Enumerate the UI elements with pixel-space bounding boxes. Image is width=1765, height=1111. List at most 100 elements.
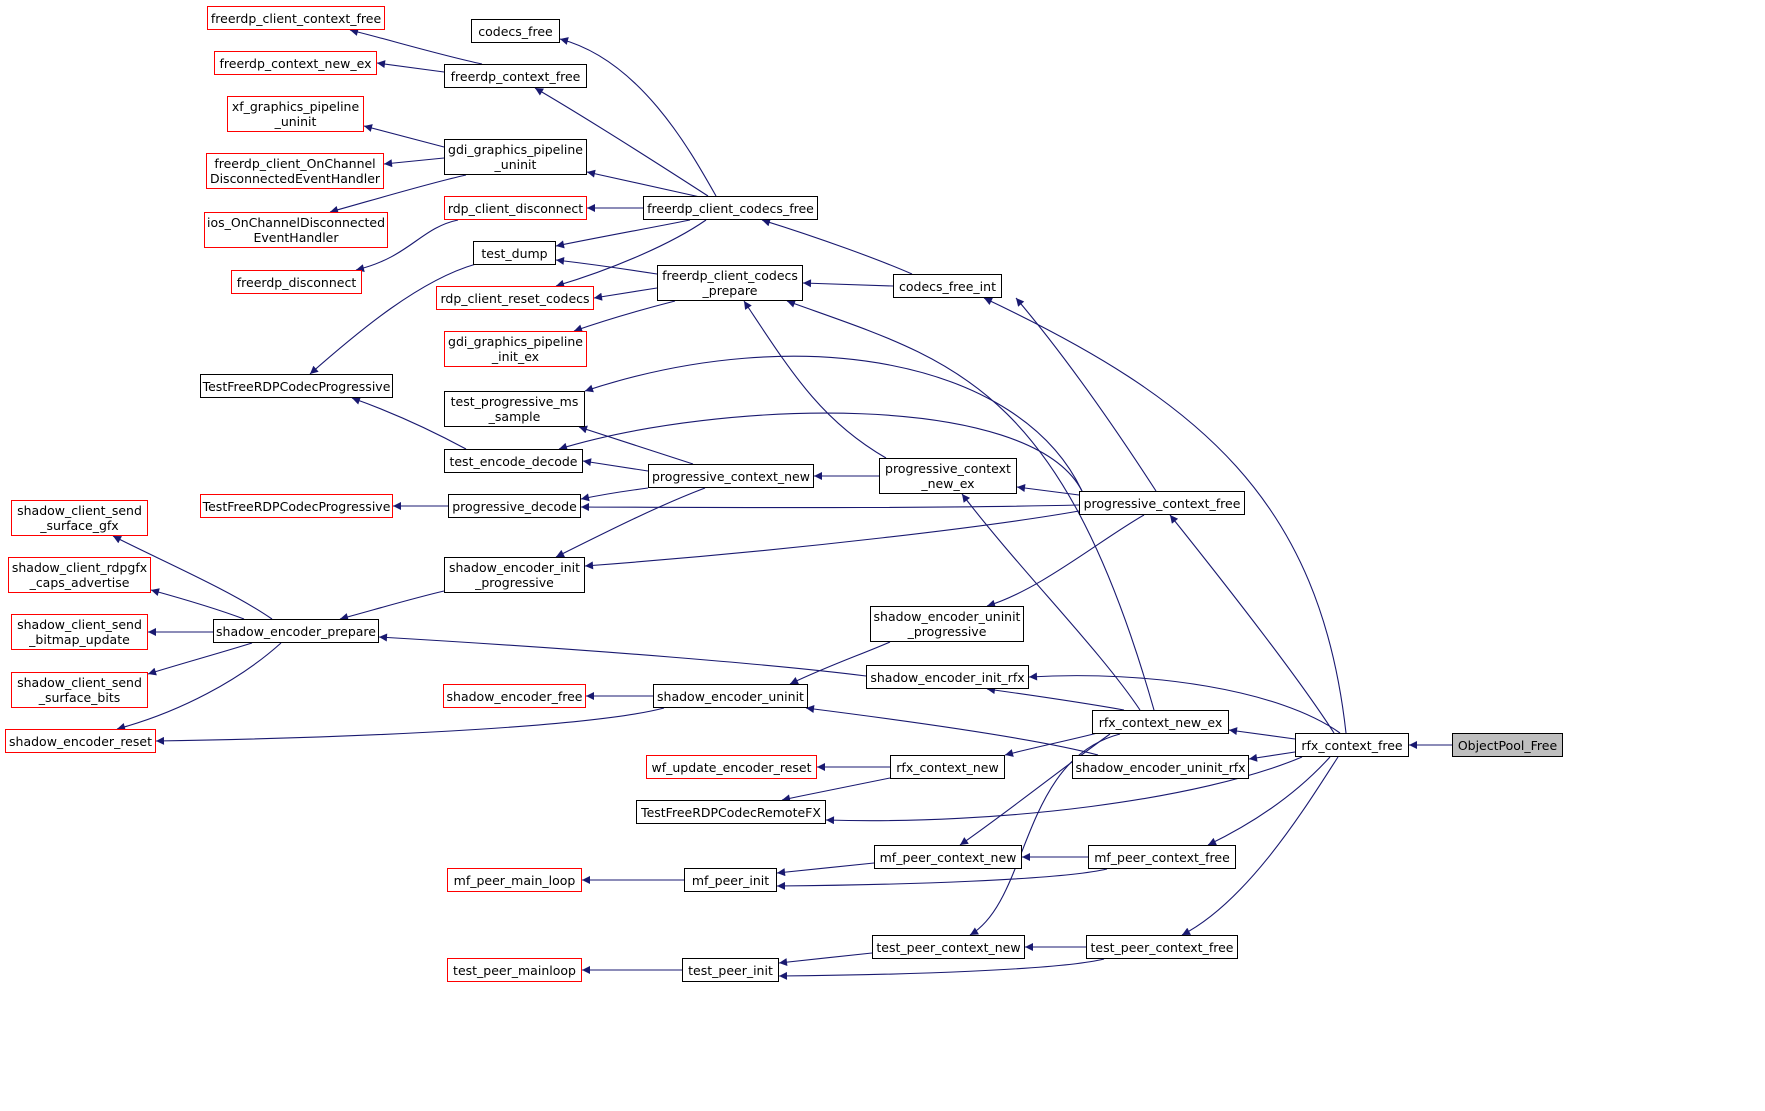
edge-mf_peer_init-to-mf_peer_context_free	[776, 868, 1108, 890]
node-freerdp-client-onchannel[interactable]: freerdp_client_OnChannel DisconnectedEve…	[206, 153, 384, 189]
edge-freerdp_client_codecs_prepare-to-rfx_context_new_ex	[786, 299, 1155, 711]
edge-shadow_encoder_reset-to-shadow_encoder_uninit	[155, 707, 665, 745]
node-test-peer-context-new[interactable]: test_peer_context_new	[872, 935, 1025, 959]
edge-test_peer_context_free-to-rfx_context_free	[1181, 756, 1339, 936]
node-codecs-free[interactable]: codecs_free	[471, 19, 560, 43]
node-shadow-client-send-surface-gfx[interactable]: shadow_client_send _surface_gfx	[11, 500, 148, 536]
edge-test_encode_decode-to-progressive_context_free	[558, 412, 1083, 492]
node-mf-peer-main-loop[interactable]: mf_peer_main_loop	[447, 868, 582, 892]
node-shadow-client-send-bitmap-update[interactable]: shadow_client_send _bitmap_update	[11, 614, 148, 650]
node-codecs-free-int[interactable]: codecs_free_int	[893, 274, 1002, 298]
edge-mf_peer_init-to-mf_peer_context_new	[776, 862, 875, 877]
node-mf-peer-context-new[interactable]: mf_peer_context_new	[874, 845, 1022, 869]
edge-freerdp_context_free-to-freerdp_client_codecs_free	[534, 87, 709, 197]
node-gdi-graphics-pipeline-uninit[interactable]: gdi_graphics_pipeline _uninit	[444, 139, 587, 175]
node-freerdp-context-new-ex[interactable]: freerdp_context_new_ex	[214, 51, 377, 75]
node-shadow-encoder-reset[interactable]: shadow_encoder_reset	[5, 729, 156, 753]
node-freerdp-disconnect[interactable]: freerdp_disconnect	[231, 270, 362, 294]
edge-progressive_context_new_ex-to-rfx_context_new_ex	[961, 493, 1141, 711]
node-shadow-encoder-prepare[interactable]: shadow_encoder_prepare	[213, 619, 379, 643]
edge-test_peer_context_new-to-rfx_context_new_ex	[969, 733, 1121, 936]
edge-shadow_encoder_prepare-to-shadow_encoder_init_progressive	[339, 590, 445, 621]
node-progressive-context-new-ex[interactable]: progressive_context _new_ex	[879, 458, 1017, 494]
edge-codecs_free_int-to-progressive_context_free	[1015, 297, 1157, 492]
edge-progressive_context_new_ex-to-progressive_context_free	[1016, 484, 1080, 496]
edge-mf_peer_context_new-to-rfx_context_new_ex	[959, 733, 1111, 846]
edge-progressive_decode-to-progressive_context_free	[580, 503, 1080, 512]
node-rdp-client-reset-codecs[interactable]: rdp_client_reset_codecs	[436, 286, 594, 310]
edge-test_progressive_ms_sample-to-progressive_context_free	[584, 355, 1083, 492]
node-wf-update-encoder-reset[interactable]: wf_update_encoder_reset	[646, 755, 817, 779]
node-test-peer-init[interactable]: test_peer_init	[682, 958, 779, 982]
edge-freerdp_client_context_free-to-freerdp_context_free	[349, 28, 483, 65]
node-rfx-context-new[interactable]: rfx_context_new	[890, 755, 1005, 779]
edge-shadow_encoder_init_rfx-to-rfx_context_new_ex	[986, 686, 1125, 711]
node-ios-onchannel[interactable]: ios_OnChannelDisconnected EventHandler	[204, 212, 388, 248]
node-shadow-encoder-free[interactable]: shadow_encoder_free	[443, 684, 586, 708]
edge-progressive_context_free-to-rfx_context_free	[1169, 514, 1335, 734]
edge-codecs_free-to-freerdp_client_codecs_free	[559, 37, 717, 197]
edge-shadow_encoder_init_progressive-to-progressive_context_new	[555, 487, 706, 558]
edge-test_peer_init-to-test_peer_context_new	[778, 952, 873, 967]
node-freerdp-client-codecs-free[interactable]: freerdp_client_codecs_free	[643, 196, 818, 220]
node-mf-peer-init[interactable]: mf_peer_init	[684, 868, 777, 892]
node-rfx-context-free[interactable]: rfx_context_free	[1295, 733, 1409, 757]
node-progressive-decode[interactable]: progressive_decode	[448, 494, 581, 518]
edge-gdi_graphics_pipeline_init_ex-to-freerdp_client_codecs_prepare	[573, 300, 676, 333]
node-shadow-client-rdpgfx-caps-advertise[interactable]: shadow_client_rdpgfx _caps_advertise	[8, 557, 151, 593]
edge-test_dump-to-freerdp_client_codecs_free	[555, 219, 691, 249]
node-progressive-context-new[interactable]: progressive_context_new	[648, 464, 814, 488]
edge-testfreerdp_progressive_a-to-test_encode_decode	[351, 396, 467, 450]
edge-codecs_free_int-to-rfx_context_free	[983, 297, 1347, 734]
node-test-progressive-ms-sample[interactable]: test_progressive_ms _sample	[444, 391, 585, 427]
node-shadow-encoder-uninit[interactable]: shadow_encoder_uninit	[653, 684, 808, 708]
edge-shadow_client_send_surface_gfx-to-shadow_encoder_prepare	[112, 535, 273, 620]
node-rfx-context-new-ex[interactable]: rfx_context_new_ex	[1092, 710, 1229, 734]
node-test-encode-decode[interactable]: test_encode_decode	[444, 449, 583, 473]
edge-test_progressive_ms_sample-to-progressive_context_new	[578, 425, 694, 465]
edge-shadow_encoder_prepare-to-shadow_encoder_init_rfx	[378, 633, 867, 677]
edge-freerdp_client_onchannel-to-gdi_graphics_pipeline_uninit	[383, 157, 445, 168]
edge-test_peer_init-to-test_peer_context_free	[778, 958, 1105, 980]
edge-test_dump-to-freerdp_client_codecs_prepare	[555, 256, 658, 275]
edge-freerdp_context_new_ex-to-freerdp_context_free	[376, 60, 445, 73]
node-freerdp-context-free[interactable]: freerdp_context_free	[444, 64, 587, 88]
edge-progressive_decode-to-progressive_context_new	[580, 487, 649, 502]
edge-shadow_encoder_uninit-to-shadow_encoder_uninit_progressive	[789, 641, 891, 685]
node-freerdp-client-codecs-prepare[interactable]: freerdp_client_codecs _prepare	[657, 265, 803, 301]
node-testfreerdp-remotefx[interactable]: TestFreeRDPCodecRemoteFX	[636, 800, 826, 824]
node-mf-peer-context-free[interactable]: mf_peer_context_free	[1088, 845, 1236, 869]
node-shadow-encoder-init-progressive[interactable]: shadow_encoder_init _progressive	[444, 557, 585, 593]
edge-shadow_encoder_uninit_rfx-to-rfx_context_free	[1248, 751, 1296, 762]
node-freerdp-client-context-free[interactable]: freerdp_client_context_free	[207, 6, 385, 30]
edge-shadow_encoder_init_rfx-to-rfx_context_free	[1028, 672, 1341, 734]
node-xf-graphics-pipeline-uninit[interactable]: xf_graphics_pipeline _uninit	[227, 96, 364, 132]
node-shadow-client-send-surface-bits[interactable]: shadow_client_send _surface_bits	[11, 672, 148, 708]
edge-rfx_context_new-to-rfx_context_new_ex	[1004, 730, 1106, 757]
node-testfreerdp-progressive-a[interactable]: TestFreeRDPCodecProgressive	[200, 374, 393, 398]
node-test-dump[interactable]: test_dump	[473, 241, 556, 265]
edge-freerdp_disconnect-to-rdp_client_disconnect	[355, 219, 459, 273]
node-shadow-encoder-init-rfx[interactable]: shadow_encoder_init_rfx	[866, 665, 1029, 689]
edge-rdp_client_reset_codecs-to-freerdp_client_codecs_prepare	[593, 287, 658, 301]
edge-freerdp_client_codecs_prepare-to-progressive_context_new_ex	[743, 300, 887, 459]
edge-freerdp_client_codecs_prepare-to-codecs_free_int	[802, 279, 894, 288]
edge-freerdp_client_codecs_free-to-codecs_free_int	[761, 218, 913, 275]
edge-shadow_encoder_uninit_progressive-to-progressive_context_free	[986, 514, 1145, 608]
node-objectpool-free: ObjectPool_Free	[1452, 733, 1563, 757]
edge-layer	[112, 28, 1452, 980]
node-test-peer-mainloop[interactable]: test_peer_mainloop	[447, 958, 582, 982]
node-testfreerdp-progressive-b[interactable]: TestFreeRDPCodecProgressive	[200, 494, 393, 518]
node-rdp-client-disconnect[interactable]: rdp_client_disconnect	[444, 196, 587, 220]
edge-gdi_graphics_pipeline_uninit-to-freerdp_client_codecs_free	[586, 169, 701, 198]
node-test-peer-context-free[interactable]: test_peer_context_free	[1086, 935, 1238, 959]
edge-mf_peer_context_free-to-rfx_context_free	[1207, 756, 1331, 846]
node-progressive-context-free[interactable]: progressive_context_free	[1079, 491, 1245, 515]
node-shadow-encoder-uninit-rfx[interactable]: shadow_encoder_uninit_rfx	[1072, 755, 1249, 779]
edge-testfreerdp_progressive_a-to-test_dump	[309, 263, 477, 375]
edge-rdp_client_reset_codecs-to-freerdp_client_codecs_free	[555, 219, 707, 288]
node-gdi-graphics-pipeline-init-ex[interactable]: gdi_graphics_pipeline _init_ex	[444, 331, 587, 367]
edge-shadow_client_send_surface_bits-to-shadow_encoder_prepare	[147, 642, 253, 676]
node-shadow-encoder-uninit-progressive[interactable]: shadow_encoder_uninit _progressive	[870, 606, 1024, 642]
